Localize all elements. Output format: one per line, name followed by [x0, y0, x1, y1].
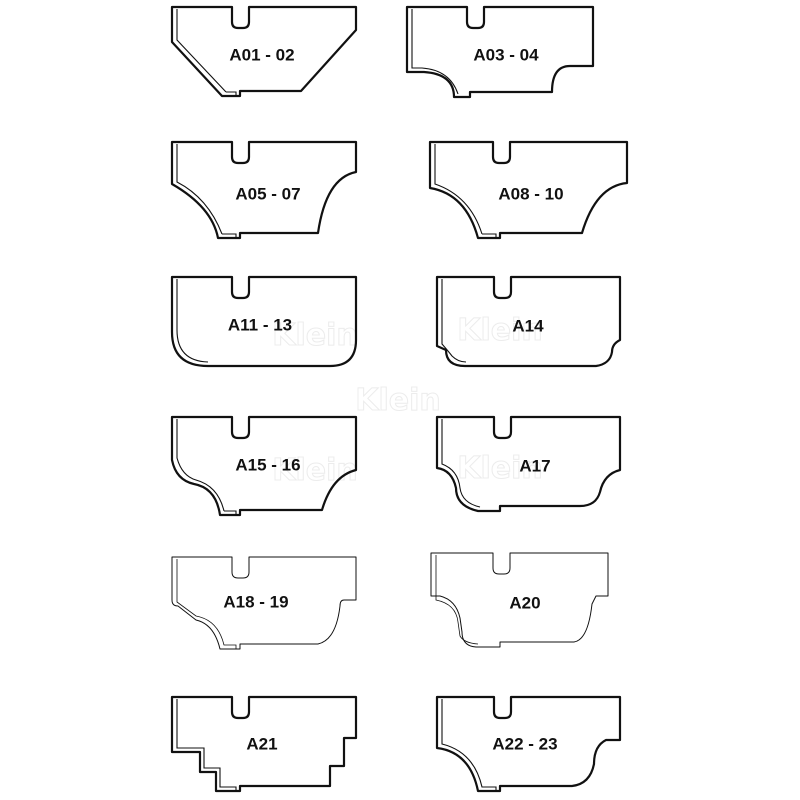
profile-label: A20 [509, 593, 540, 612]
profile-outline [170, 5, 358, 98]
profile-edge-line [176, 699, 237, 791]
profile-A01-02: A01 - 02 [170, 5, 358, 98]
profile-edge-line [176, 9, 227, 93]
watermark-text: Klein [355, 383, 441, 418]
profile-A08-10: A08 - 10 [428, 140, 629, 240]
watermark-text: Klein [272, 318, 358, 353]
profile-outline [170, 415, 358, 517]
profile-label: A17 [519, 456, 550, 475]
profile-edge-line [176, 419, 225, 512]
profile-label: A01 - 02 [229, 45, 294, 64]
profile-outline [435, 415, 622, 513]
profile-edge-line [411, 9, 459, 95]
profile-A20: A20 [430, 552, 609, 648]
profile-A22-23: A22 - 23 [435, 695, 622, 793]
profile-A18-19: A18 - 19 [171, 556, 357, 650]
watermark-text: Klein [457, 313, 543, 348]
profile-label: A18 - 19 [223, 592, 288, 611]
profile-edge-line [441, 699, 497, 791]
watermark-text: Klein [457, 451, 543, 486]
profile-edge-step [226, 91, 237, 96]
profile-A03-04: A03 - 04 [405, 5, 595, 99]
profile-label: A03 - 04 [473, 45, 539, 64]
profile-A05-07: A05 - 07 [170, 140, 358, 240]
profile-label: A22 - 23 [492, 734, 557, 753]
profile-outline [170, 140, 358, 240]
profile-A17: A17 [435, 415, 622, 513]
profile-outline [170, 275, 358, 368]
profile-edge-step [222, 233, 237, 238]
profile-label: A11 - 13 [228, 315, 292, 334]
profile-outline [171, 556, 357, 650]
profile-A21: A21 [170, 695, 358, 793]
profile-outline [405, 5, 595, 99]
profile-label: A15 - 16 [235, 455, 300, 474]
profile-edge-line [441, 419, 481, 508]
profile-label: A08 - 10 [498, 184, 563, 203]
watermark-group: Klein Klein Klein Klein Klein [272, 313, 544, 489]
profile-edge-line [435, 555, 479, 645]
profile-outline [170, 695, 358, 793]
profile-outline [428, 140, 629, 240]
profile-edge-line [176, 559, 237, 649]
profile-A15-16: A15 - 16 [170, 415, 358, 517]
profile-edge-step [482, 233, 497, 238]
profile-label: A21 [246, 734, 277, 753]
watermark-text: Klein [272, 453, 358, 488]
profile-A11-13: A11 - 13 [170, 275, 358, 368]
profile-edge-line [441, 279, 467, 363]
profile-edge-line [176, 279, 209, 363]
profile-edge-step [224, 510, 237, 515]
profile-outline [430, 552, 609, 648]
profile-A14: A14 [435, 275, 622, 368]
profile-label: A14 [512, 316, 544, 335]
profile-label: A05 - 07 [235, 184, 300, 203]
profile-edge-line [176, 144, 223, 235]
profile-outline [435, 275, 622, 368]
profile-edge-line [434, 144, 483, 235]
profile-outline [435, 695, 622, 793]
